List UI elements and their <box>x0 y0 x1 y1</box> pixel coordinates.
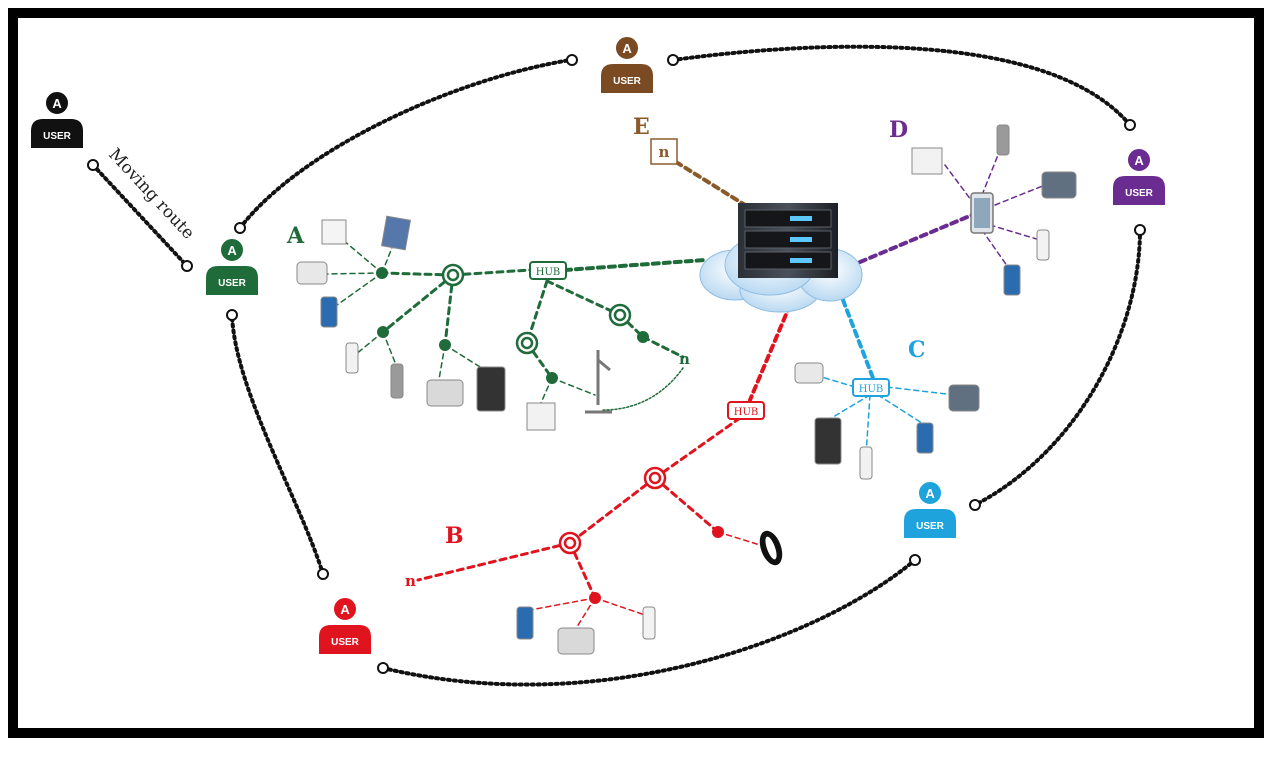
user-black-label: USER <box>43 131 72 142</box>
medical-device-icon <box>476 366 506 412</box>
medical-device-icon <box>526 402 556 431</box>
medical-device-icon <box>390 363 404 399</box>
n-e-box <box>650 138 678 165</box>
smartphone-icon <box>970 192 994 234</box>
medical-device-icon <box>859 446 873 480</box>
medical-device-icon <box>320 296 338 328</box>
n-b-label: n <box>405 572 416 590</box>
medical-device-icon <box>585 350 612 414</box>
route-blue-to-red <box>381 558 917 687</box>
network-d: D <box>858 117 1046 271</box>
medical-device-icon <box>516 606 534 640</box>
node-a-4 <box>546 372 558 384</box>
network-d-label: D <box>889 117 908 143</box>
network-b: HUB n B <box>405 303 792 631</box>
medical-device-icon <box>642 606 656 640</box>
medical-device-icon <box>426 379 464 407</box>
hub-a-label: HUB <box>536 267 561 278</box>
medical-device-icon <box>814 417 842 465</box>
route-purple-to-blue <box>973 228 1142 507</box>
user-blue: A USER <box>904 480 956 538</box>
medical-device-icon <box>296 261 328 285</box>
medical-device-icon <box>916 422 934 454</box>
node-a-1 <box>376 267 388 279</box>
relay-node-icon <box>515 331 539 355</box>
relay-node-icon <box>643 466 667 490</box>
relay-node-icon <box>441 263 465 287</box>
network-c-label: C <box>908 337 926 363</box>
route-endpoints <box>87 54 1146 674</box>
user-black-badge: A <box>52 96 62 111</box>
medical-device-icon <box>1036 229 1050 261</box>
user-green-badge: A <box>227 243 237 258</box>
medical-device-icon <box>996 124 1010 156</box>
route-black-to-green <box>91 163 189 268</box>
route-green-to-brown <box>238 58 572 230</box>
node-a-3 <box>439 339 451 351</box>
medical-device-icon <box>557 627 595 655</box>
network-a-label: A <box>286 223 305 249</box>
medical-device-icon <box>1041 171 1077 199</box>
user-brown: A USER <box>601 35 653 93</box>
user-blue-label: USER <box>916 521 945 532</box>
user-purple-label: USER <box>1125 188 1154 199</box>
user-brown-label: USER <box>613 76 642 87</box>
medical-device-icon <box>1003 264 1021 296</box>
cloud-server-icon <box>699 203 863 313</box>
medical-device-icon <box>380 215 412 251</box>
user-purple-badge: A <box>1134 153 1144 168</box>
medical-device-icon <box>911 147 943 175</box>
network-e-label: E <box>633 114 650 140</box>
medical-device-icon <box>321 219 347 245</box>
node-b-1 <box>712 526 724 538</box>
user-purple: A USER <box>1113 147 1165 205</box>
moving-routes <box>91 44 1142 687</box>
medical-devices <box>296 124 1077 655</box>
user-black: A USER <box>31 90 83 148</box>
user-blue-badge: A <box>925 486 935 501</box>
medical-device-icon <box>948 384 980 412</box>
route-red-to-green <box>230 313 325 576</box>
user-green-label: USER <box>218 278 247 289</box>
medical-device-icon <box>794 362 824 384</box>
relay-node-icon <box>558 531 582 555</box>
fitness-band-icon <box>759 530 783 566</box>
node-a-2 <box>377 326 389 338</box>
user-red: A USER <box>319 596 371 654</box>
route-brown-to-purple <box>671 44 1132 127</box>
node-a-5 <box>637 331 649 343</box>
user-green: A USER <box>206 237 258 295</box>
user-red-label: USER <box>331 637 360 648</box>
diagram-frame <box>8 8 1264 738</box>
n-e-label: n <box>659 143 670 161</box>
network-e: n E <box>633 114 747 207</box>
network-c: HUB C <box>814 298 956 456</box>
user-red-badge: A <box>340 602 350 617</box>
medical-device-icon <box>345 342 359 374</box>
network-b-label: B <box>445 523 464 549</box>
network-a: HUB n A <box>286 223 707 411</box>
node-b-2 <box>589 592 601 604</box>
hub-b-label: HUB <box>734 407 759 418</box>
n-a-label: n <box>679 350 690 368</box>
hub-icon: HUB <box>852 378 890 397</box>
hub-c-label: HUB <box>859 384 884 395</box>
user-brown-badge: A <box>622 41 632 56</box>
relay-node-icon <box>608 303 632 327</box>
hub-icon: HUB <box>727 401 765 420</box>
hub-icon: HUB <box>529 261 567 280</box>
